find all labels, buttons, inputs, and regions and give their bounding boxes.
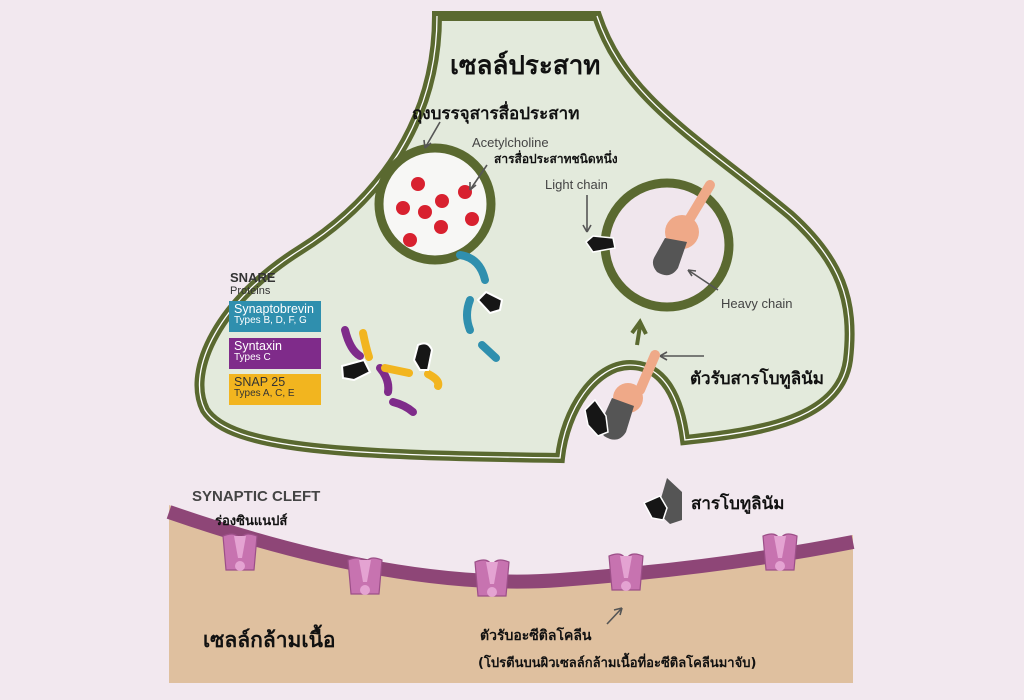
snare-syntaxin: Syntaxin Types C <box>229 338 321 369</box>
snare-types: Types B, D, F, G <box>234 315 307 327</box>
synaptic-cleft-label: SYNAPTIC CLEFT <box>192 488 321 505</box>
botulinum-receptor-label: ตัวรับสารโบทูลินัม <box>690 369 824 389</box>
ach-receptor-icon <box>474 559 510 597</box>
acetylcholine-label: Acetylcholine <box>472 135 549 150</box>
snare-synaptobrevin: Synaptobrevin Types B, D, F, G <box>229 301 321 332</box>
snare-types: Types A, C, E <box>234 388 295 400</box>
acetylcholine-receptors <box>222 533 798 597</box>
ach-receptor-icon <box>222 533 258 571</box>
botulinum-toxin-free <box>642 478 682 524</box>
neuron-terminal <box>194 11 855 464</box>
snare-types: Types C <box>234 352 271 364</box>
heavy-chain <box>652 238 687 276</box>
acetylcholine-desc: สารสื่อประสาทชนิดหนึ่ง <box>494 152 618 166</box>
vesicle-label: ถุงบรรจุสารสื่อประสาท <box>412 104 580 124</box>
uptake-arrow <box>630 318 648 346</box>
acetylcholine-molecules <box>396 177 479 247</box>
synaptic-vesicle <box>374 143 496 265</box>
botulinum-toxin-label: สารโบทูลินัม <box>691 494 785 514</box>
snare-name: SNAP 25 <box>234 375 286 389</box>
synaptic-cleft-th-label: ร่องซินแนปส์ <box>215 514 288 529</box>
snare-title: SNARE <box>230 270 276 285</box>
snare-name: Syntaxin <box>234 339 282 353</box>
light-chain-exit <box>584 235 616 253</box>
heavy-chain-label: Heavy chain <box>721 296 793 311</box>
muscle-membrane <box>166 505 855 589</box>
botulinum-entering <box>584 350 660 440</box>
ach-receptor-icon <box>347 557 383 595</box>
neuron-cell-label: เซลล์ประสาท <box>450 51 601 81</box>
ach-receptor-icon <box>608 553 644 591</box>
light-chain-label: Light chain <box>545 177 608 192</box>
ach-receptor-label: ตัวรับอะซีติลโคลีน <box>480 628 592 644</box>
muscle-cell <box>166 505 855 683</box>
pointer-arrows <box>423 121 719 625</box>
snare-fragments <box>340 251 504 416</box>
ach-receptor-desc: (โปรตีนบนผิวเซลล์กล้ามเนื้อที่อะซีติลโคล… <box>478 656 757 671</box>
snare-name: Synaptobrevin <box>234 302 314 316</box>
ach-receptor-icon <box>762 533 798 571</box>
snare-subtitle: Proteins <box>230 285 271 297</box>
snare-snap25: SNAP 25 Types A, C, E <box>229 374 321 405</box>
muscle-cell-label: เซลล์กล้ามเนื้อ <box>203 628 336 652</box>
